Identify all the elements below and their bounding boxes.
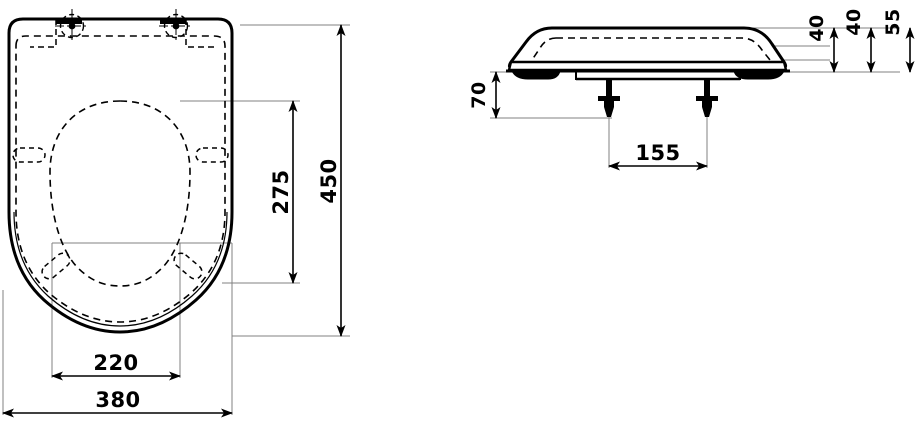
hinge-tab-left [56,19,82,24]
buffer-pad-side-right [733,70,785,80]
dimension-label-40-lid: 40 [843,8,865,35]
seat-opening-dashed [49,100,191,287]
hinge-plate-right-dashed [185,19,214,48]
seat-outer-inner-edge [13,211,228,327]
dimension-seat-opening-length: 275 [269,100,298,284]
hinge-tab-right [160,19,186,24]
buffer-pad-lower-right [173,252,203,280]
dimension-label-40-seat: 40 [806,14,828,41]
hinge-hole-right [159,9,193,43]
dimension-label-55: 55 [882,8,904,35]
buffer-pad-upper-left [12,147,46,163]
seat-outer-outline [7,17,234,334]
lid-inner-dashed-left [531,37,557,61]
dimension-label-155: 155 [635,141,680,165]
hinge-plate-left-dashed [30,19,57,48]
mounting-bolt-right [696,79,718,117]
dimension-lid-height: 40 [843,8,876,73]
dimension-overall-length: 450 [317,24,346,337]
dimension-label-380: 380 [95,388,140,412]
dimension-bolt-spacing: 155 [608,141,708,171]
dimension-label-70: 70 [468,81,490,108]
buffer-pad-lower-left [41,252,71,280]
dimension-label-450: 450 [317,158,341,203]
dimension-bolt-drop: 70 [468,71,501,119]
buffer-pad-upper-right [195,147,229,163]
dimension-fixing-hole-spacing: 220 [51,351,181,381]
lid-inner-dashed [556,37,771,61]
seat-underside-dashed [15,35,226,323]
side-view [506,26,790,117]
extension-lines-plan [2,24,350,415]
dimension-total-height: 55 [882,8,915,73]
hinge-hole-left [55,9,89,43]
plan-view [7,9,234,334]
dimension-overall-width: 380 [2,388,233,418]
buffer-pad-side-left [511,70,561,80]
dimension-label-275: 275 [269,169,293,214]
dimension-seat-thickness: 40 [806,14,839,73]
seat-band [507,60,788,72]
dimension-label-220: 220 [93,351,138,375]
mounting-bolt-left [598,79,620,117]
